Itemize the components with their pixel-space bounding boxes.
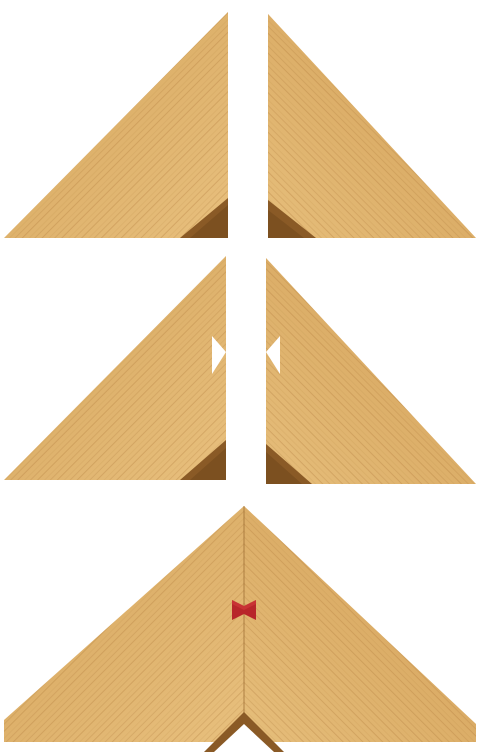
step-2-pieces-with-sockets — [4, 256, 476, 484]
step-3-right-half — [244, 506, 476, 742]
step-3-left-half — [4, 506, 244, 742]
step-2-left-piece — [4, 256, 226, 480]
step-3-joined-frame — [4, 506, 476, 752]
step-1-right-piece — [268, 14, 476, 238]
step-2-right-piece — [266, 258, 476, 484]
step-1-separated-pieces — [4, 12, 476, 238]
step-1-left-piece — [4, 12, 228, 238]
